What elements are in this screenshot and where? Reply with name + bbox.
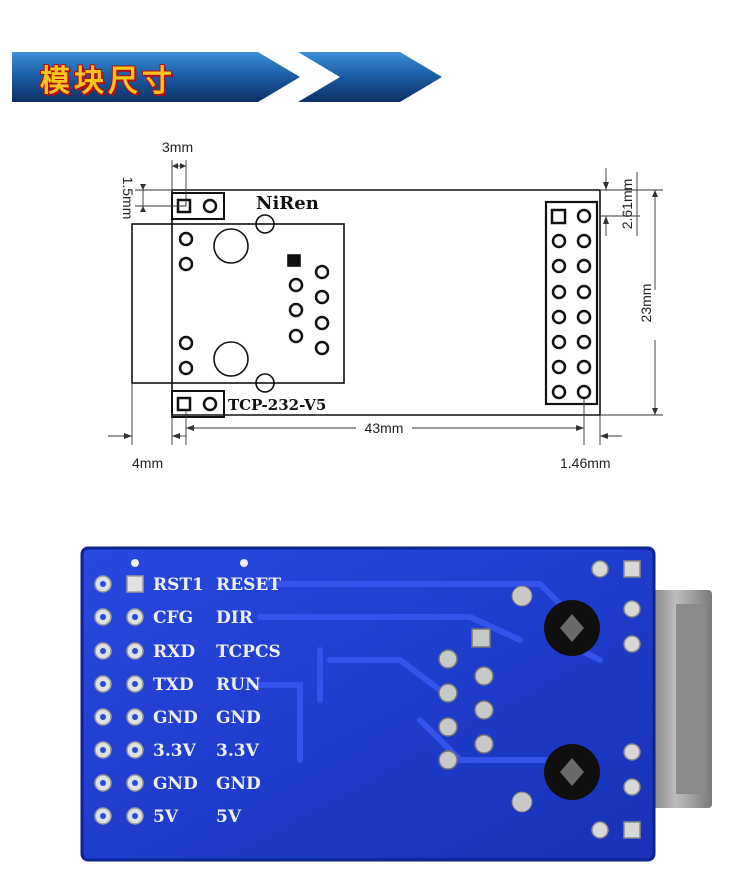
pin-label-right-1: RESET bbox=[216, 575, 281, 595]
banner-arrows bbox=[12, 52, 442, 102]
model-label: TCP-232-V5 bbox=[228, 396, 326, 414]
pin-label-right-6: 3.3V bbox=[216, 741, 260, 761]
right-labels: RESET DIR TCPCS RUN GND 3.3V GND 5V bbox=[216, 575, 281, 827]
banner-arrow-1 bbox=[12, 52, 300, 102]
pin-label-left-6: 3.3V bbox=[153, 741, 197, 761]
pin-label-right-4: RUN bbox=[216, 675, 261, 695]
label-43mm: 43mm bbox=[365, 420, 404, 436]
pcb-board-photo: RST1 CFG RXD TXD GND 3.3V GND 5V RESET D… bbox=[0, 545, 750, 889]
label-2-61mm: 2.61mm bbox=[619, 179, 635, 230]
pin-label-right-8: 5V bbox=[216, 807, 242, 827]
pin-label-left-4: TXD bbox=[153, 675, 194, 695]
banner-arrow-2 bbox=[298, 52, 442, 102]
label-1-5mm: 1.5mm bbox=[120, 177, 136, 220]
pin-label-right-5: GND bbox=[216, 708, 261, 728]
pcb-substrate bbox=[82, 548, 654, 860]
pin-label-left-5: GND bbox=[153, 708, 198, 728]
pin-label-right-3: TCPCS bbox=[216, 642, 281, 662]
pin-label-left-1: RST1 bbox=[153, 575, 204, 595]
bottom-header bbox=[171, 390, 225, 418]
right-header bbox=[544, 200, 599, 406]
dimension-svg: 3mm 1.5mm 2.61mm 23mm 43mm 4mm 1.46mm Ni… bbox=[108, 139, 663, 471]
left-labels: RST1 CFG RXD TXD GND 3.3V GND 5V bbox=[153, 575, 204, 827]
pin-label-left-2: CFG bbox=[153, 608, 193, 628]
pin-label-left-3: RXD bbox=[153, 642, 195, 662]
label-4mm: 4mm bbox=[132, 455, 163, 471]
mounting-posts bbox=[511, 585, 600, 813]
rj45-outline bbox=[131, 223, 345, 384]
banner-title: 模块尺寸 bbox=[40, 64, 176, 99]
label-3mm: 3mm bbox=[162, 139, 193, 155]
section-banner: 模块尺寸 bbox=[0, 0, 750, 120]
label-1-46mm: 1.46mm bbox=[560, 455, 611, 471]
pin-label-left-7: GND bbox=[153, 774, 198, 794]
pin-label-left-8: 5V bbox=[153, 807, 179, 827]
brand-label: NiRen bbox=[256, 193, 319, 214]
pin-label-right-2: DIR bbox=[216, 608, 254, 628]
pcb-svg: RST1 CFG RXD TXD GND 3.3V GND 5V RESET D… bbox=[80, 546, 712, 862]
pin-label-right-7: GND bbox=[216, 774, 261, 794]
dimension-drawing: 3mm 1.5mm 2.61mm 23mm 43mm 4mm 1.46mm Ni… bbox=[0, 130, 750, 480]
label-23mm: 23mm bbox=[638, 284, 654, 323]
